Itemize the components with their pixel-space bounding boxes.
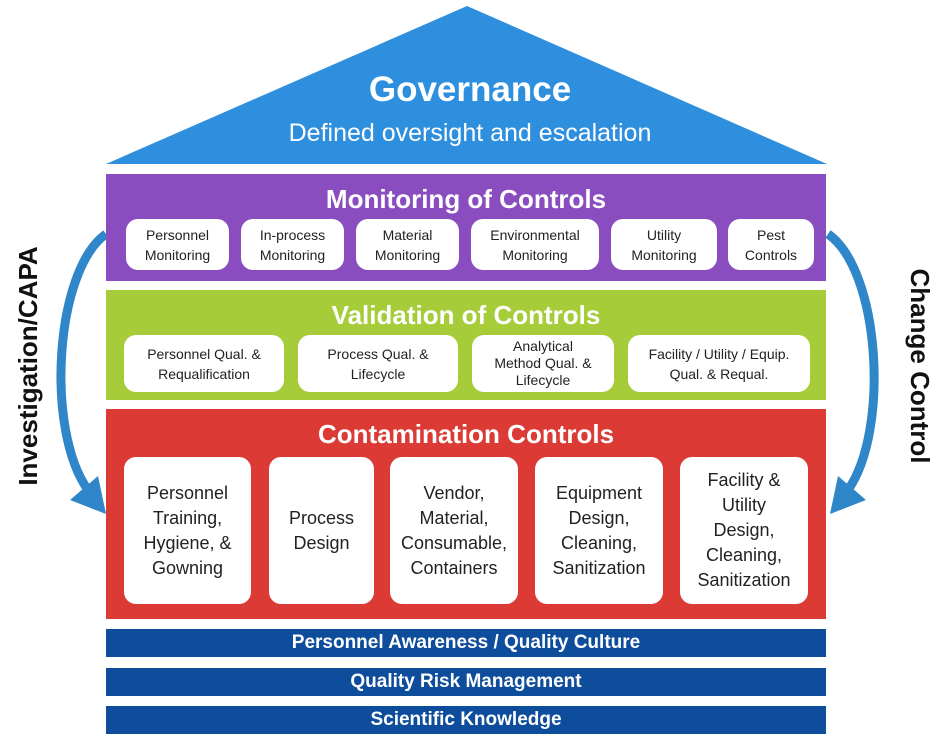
contamination-item-vendor: Vendor, Material, Consumable, Containers	[390, 457, 518, 604]
monitoring-title: Monitoring of Controls	[325, 184, 607, 214]
foundation-scientific-knowledge: Scientific Knowledge	[106, 706, 826, 734]
change-control-label: Change Control	[905, 268, 935, 464]
validation-title: Validation of Controls	[331, 300, 601, 330]
right-arrow-head	[830, 476, 866, 514]
contamination-item-facility: Facility & Utility Design, Cleaning, San…	[680, 457, 808, 604]
right-curved-arrow	[825, 230, 879, 493]
investigation-capa-label: Investigation/CAPA	[13, 246, 43, 486]
foundation-quality-culture: Personnel Awareness / Quality Culture	[106, 629, 826, 657]
contamination-item-process: Process Design	[269, 457, 374, 604]
contamination-band: Contamination Controls Personnel Trainin…	[106, 409, 826, 619]
foundation-risk-management: Quality Risk Management	[106, 668, 826, 696]
contamination-title: Contamination Controls	[317, 419, 615, 449]
governance-subtitle: Defined oversight and escalation	[288, 119, 652, 147]
left-arrow-head	[70, 476, 106, 514]
governance-title: Governance	[368, 70, 572, 109]
validation-item-process: Process Qual. &Lifecycle	[298, 335, 458, 392]
contamination-item-personnel: Personnel Training, Hygiene, & Gowning	[124, 457, 251, 604]
validation-band: Validation of Controls Personnel Qual. &…	[106, 290, 826, 400]
contamination-item-equipment: Equipment Design, Cleaning, Sanitization	[535, 457, 663, 604]
left-curved-arrow	[56, 230, 109, 493]
validation-item-personnel: Personnel Qual. &Requalification	[124, 335, 284, 392]
governance-roof	[106, 6, 827, 164]
validation-item-facility: Facility / Utility / Equip.Qual. & Requa…	[628, 335, 810, 392]
